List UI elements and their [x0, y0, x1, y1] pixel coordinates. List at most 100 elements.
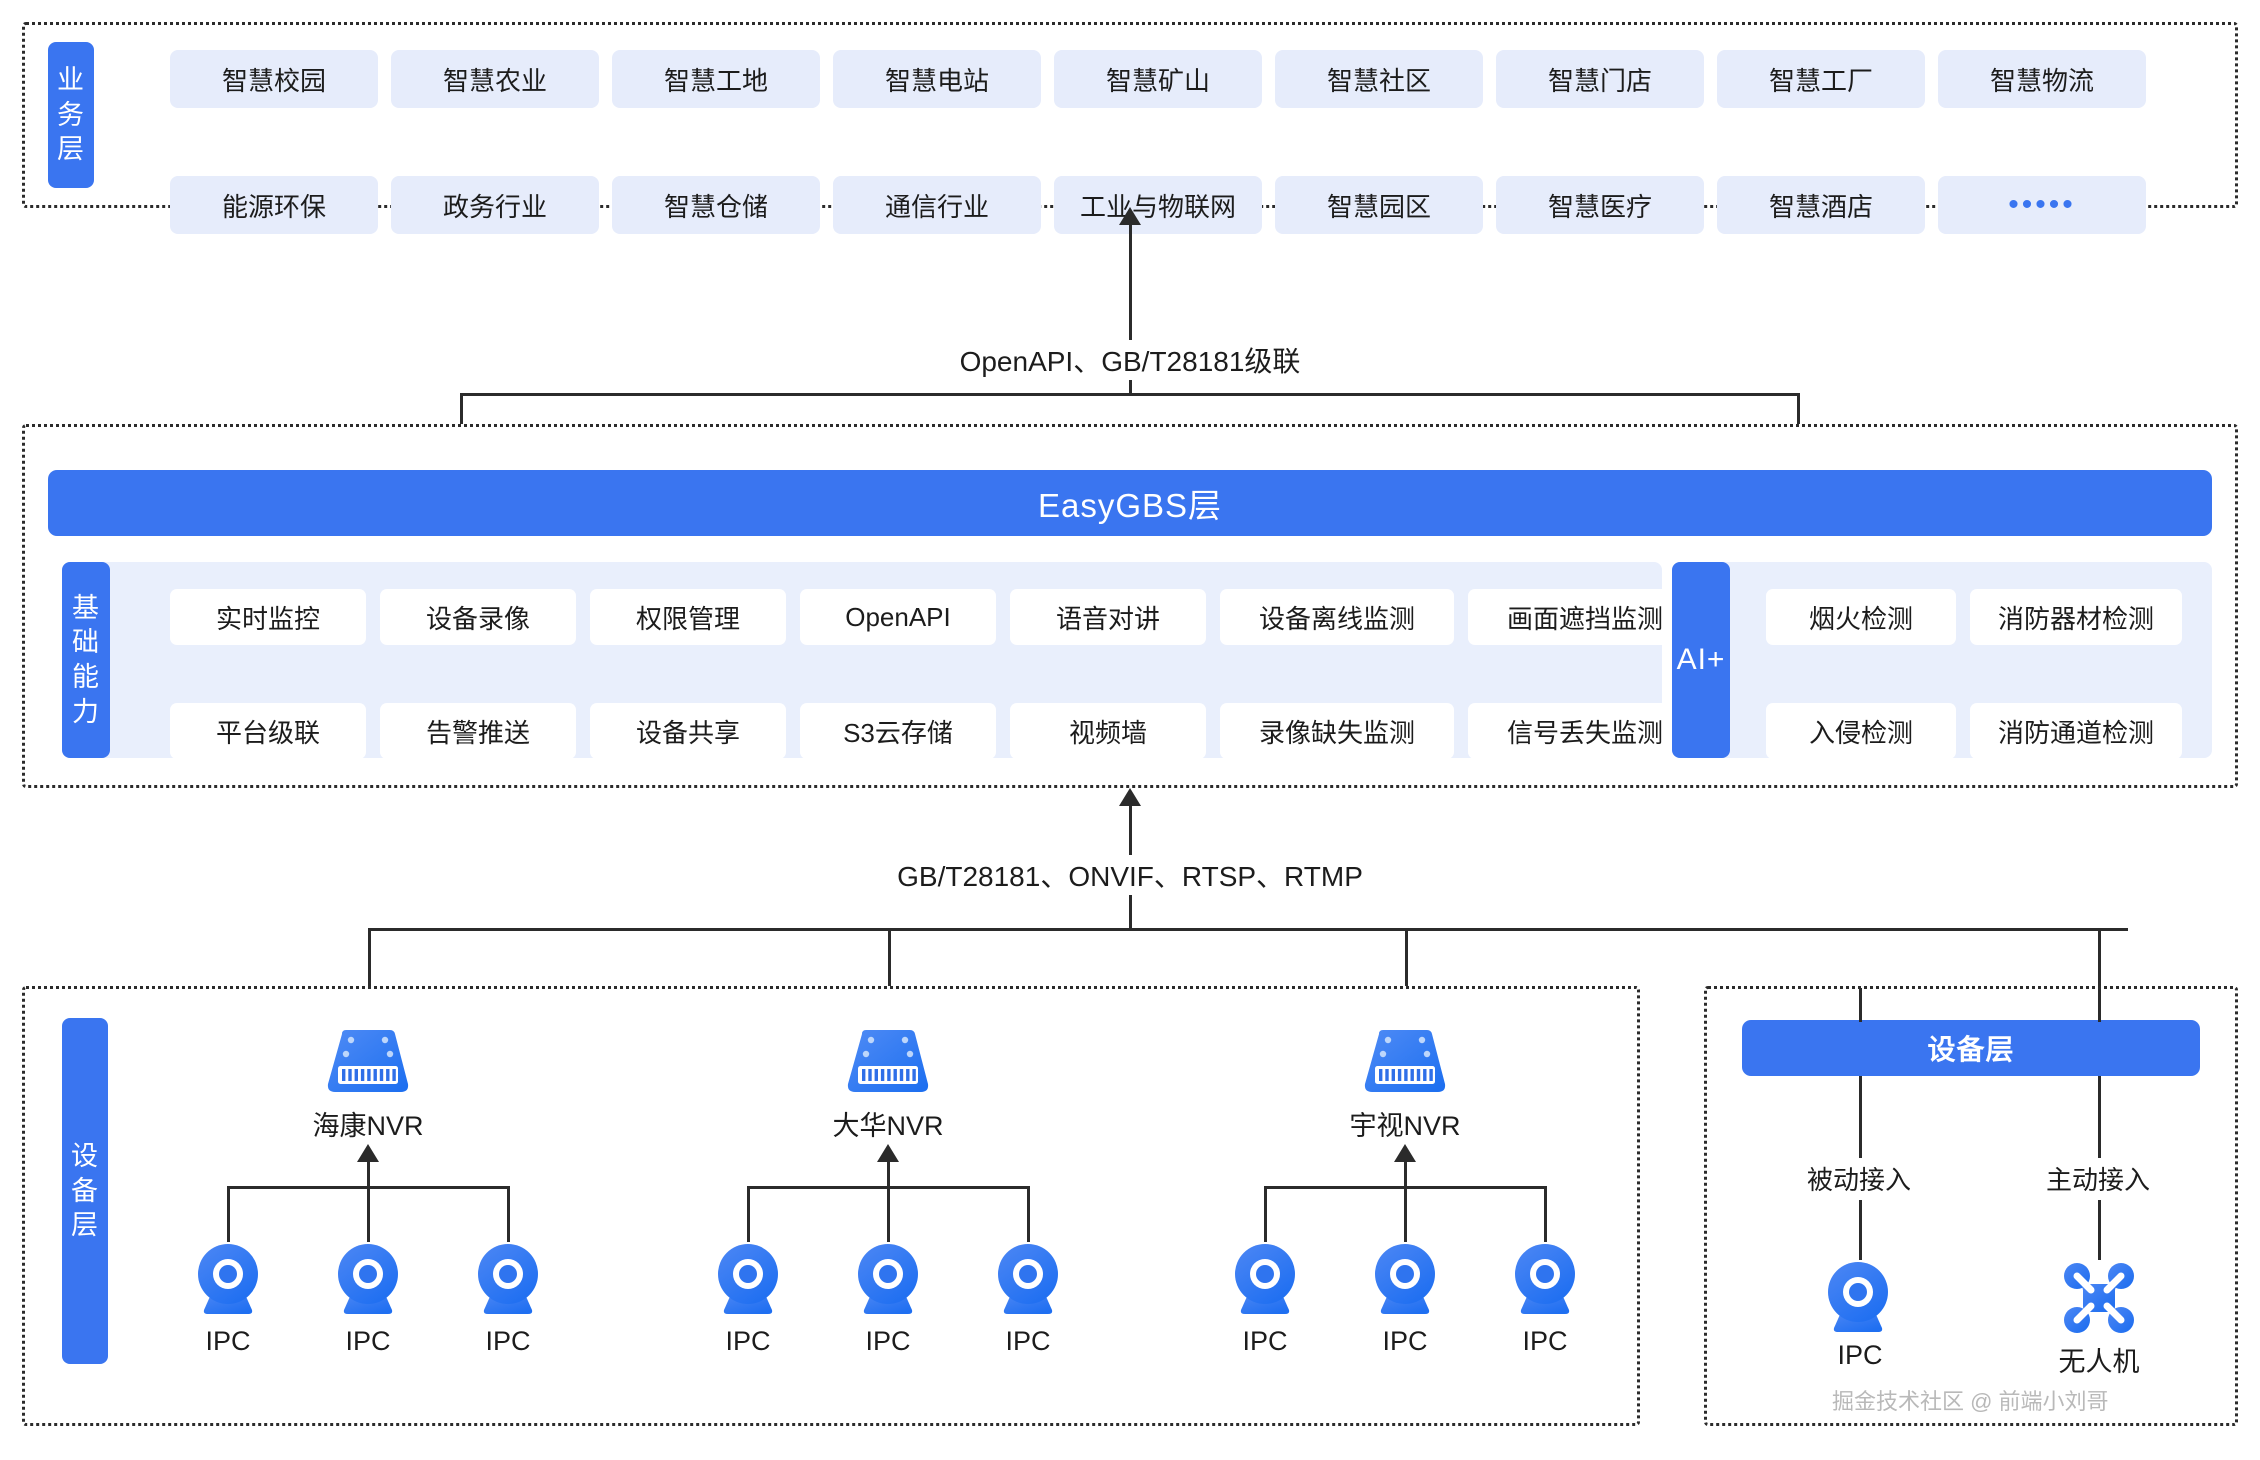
capability-card-2[interactable]: 设备共享: [590, 703, 786, 759]
bottom-connector-stem-upper: [1129, 803, 1132, 858]
ipc-icon-svg: [718, 1244, 778, 1314]
device-branch-dahua: [888, 928, 891, 1028]
capability-card-0[interactable]: 平台级联: [170, 703, 366, 759]
ipc-icon-1-2: [992, 1242, 1064, 1323]
ipc-icon-svg: [998, 1244, 1058, 1314]
ipc-label-1-2: IPC: [1005, 1326, 1051, 1356]
ipc-drop-2-1: [1404, 1186, 1407, 1242]
ipc-icon-right: [1822, 1260, 1894, 1341]
ipc-icon-2-0: [1229, 1242, 1301, 1323]
passive-access-line-upper: [1859, 988, 1862, 1022]
nvr-icon-svg: [1364, 1030, 1446, 1092]
capability-card-4[interactable]: 语音对讲: [1010, 589, 1206, 645]
ipc-icon-0-1: [332, 1242, 404, 1323]
business-chip-0[interactable]: 能源环保: [170, 176, 378, 234]
business-chip-5[interactable]: 智慧社区: [1275, 50, 1483, 108]
ai-card-1[interactable]: 消防通道检测: [1970, 703, 2182, 759]
device-layer-left-tab: 设备层: [62, 1018, 108, 1364]
device-layer-right-title-label: 设备层: [1927, 1034, 2015, 1065]
top-connector-arrow: [1119, 207, 1141, 225]
drone-icon-svg: [2064, 1263, 2134, 1333]
nvr-icon-0: [320, 1028, 416, 1105]
capability-card-0[interactable]: 实时监控: [170, 589, 366, 645]
ipc-label-0-0: IPC: [205, 1326, 251, 1356]
ai-card-1[interactable]: 消防器材检测: [1970, 589, 2182, 645]
nvr-icon-svg: [327, 1030, 409, 1092]
business-chip-1[interactable]: 政务行业: [391, 176, 599, 234]
ai-card-0[interactable]: 烟火检测: [1766, 589, 1956, 645]
capability-card-2[interactable]: 权限管理: [590, 589, 786, 645]
business-chip-7[interactable]: 智慧酒店: [1717, 176, 1925, 234]
easygbs-title-bar: EasyGBS层: [48, 470, 2212, 536]
nvr-inbound-arrow-2: [1394, 1144, 1416, 1162]
business-chip-4[interactable]: 工业与物联网: [1054, 176, 1262, 234]
business-chip-4[interactable]: 智慧矿山: [1054, 50, 1262, 108]
business-chip-2[interactable]: 智慧工地: [612, 50, 820, 108]
ai-plus-tab-label: AI+: [1676, 642, 1726, 676]
business-chip-1[interactable]: 智慧农业: [391, 50, 599, 108]
top-connector-stem-upper: [1129, 222, 1132, 280]
active-access-line-upper: [2098, 988, 2101, 1022]
business-layer-tab: 业务层: [48, 42, 94, 188]
ipc-icon-1-0: [712, 1242, 784, 1323]
business-chip-3[interactable]: 通信行业: [833, 176, 1041, 234]
nvr-inbound-stem-0: [367, 1162, 370, 1186]
basic-capability-tab: 基础能力: [62, 562, 110, 758]
ai-card-0[interactable]: 入侵检测: [1766, 703, 1956, 759]
capability-card-1[interactable]: 告警推送: [380, 703, 576, 759]
ipc-label-2-0: IPC: [1242, 1326, 1288, 1356]
business-chip-3[interactable]: 智慧电站: [833, 50, 1041, 108]
capability-card-3[interactable]: S3云存储: [800, 703, 996, 759]
ipc-icon-svg: [198, 1244, 258, 1314]
business-chip-2[interactable]: 智慧仓储: [612, 176, 820, 234]
passive-access-line-lower: [1859, 1076, 1862, 1158]
capability-card-5[interactable]: 录像缺失监测: [1220, 703, 1454, 759]
bottom-connector-stem-lower: [1129, 885, 1132, 930]
device-layer-right-title-bar: 设备层: [1742, 1020, 2200, 1076]
capability-card-5[interactable]: 设备离线监测: [1220, 589, 1454, 645]
top-connector-stem-lower: [1129, 280, 1132, 395]
passive-access-line-to-device: [1859, 1200, 1862, 1260]
bottom-connector-label: GB/T28181、ONVIF、RTSP、RTMP: [880, 855, 1380, 895]
nvr-inbound-stem-1: [887, 1162, 890, 1186]
right-device-label-1: 无人机: [2058, 1347, 2140, 1377]
ipc-label-1-1: IPC: [865, 1326, 911, 1356]
ipc-icon-svg: [1828, 1262, 1888, 1332]
easygbs-title-label: EasyGBS层: [1037, 487, 1223, 524]
business-chip-8[interactable]: •••••: [1938, 176, 2146, 234]
active-access-line-lower: [2098, 1076, 2101, 1158]
ipc-icon-svg: [858, 1244, 918, 1314]
business-chip-6[interactable]: 智慧门店: [1496, 50, 1704, 108]
top-connector-label: OpenAPI、GB/T28181级联: [930, 340, 1330, 380]
capability-card-6[interactable]: 画面遮挡监测: [1468, 589, 1702, 645]
basic-capability-tab-label: 基础能力: [72, 592, 100, 727]
bottom-connector-arrow: [1119, 788, 1141, 806]
nvr-label-2: 宇视NVR: [1349, 1111, 1461, 1141]
right-device-label-0: IPC: [1837, 1340, 1883, 1370]
business-chip-5[interactable]: 智慧园区: [1275, 176, 1483, 234]
passive-access-label: 被动接入: [1806, 1165, 1911, 1195]
ipc-label-2-1: IPC: [1382, 1326, 1428, 1356]
ipc-icon-2-1: [1369, 1242, 1441, 1323]
device-layer-left-tab-label: 设备层: [71, 1141, 99, 1241]
ipc-label-0-2: IPC: [485, 1326, 531, 1356]
ipc-drop-0-2: [507, 1186, 510, 1242]
ipc-drop-1-1: [887, 1186, 890, 1242]
capability-card-3[interactable]: OpenAPI: [800, 589, 996, 645]
business-chip-0[interactable]: 智慧校园: [170, 50, 378, 108]
nvr-label-0: 海康NVR: [312, 1111, 424, 1141]
business-chip-8[interactable]: 智慧物流: [1938, 50, 2146, 108]
ipc-icon-svg: [478, 1244, 538, 1314]
nvr-inbound-stem-2: [1404, 1162, 1407, 1186]
nvr-label-1: 大华NVR: [832, 1111, 944, 1141]
capability-card-6[interactable]: 信号丢失监测: [1468, 703, 1702, 759]
device-branch-yushi: [1405, 928, 1408, 1028]
capability-card-1[interactable]: 设备录像: [380, 589, 576, 645]
ipc-drop-2-0: [1264, 1186, 1267, 1242]
capability-card-4[interactable]: 视频墙: [1010, 703, 1206, 759]
active-access-line-to-device: [2098, 1200, 2101, 1260]
ipc-icon-1-1: [852, 1242, 924, 1323]
business-chip-7[interactable]: 智慧工厂: [1717, 50, 1925, 108]
business-chip-6[interactable]: 智慧医疗: [1496, 176, 1704, 234]
